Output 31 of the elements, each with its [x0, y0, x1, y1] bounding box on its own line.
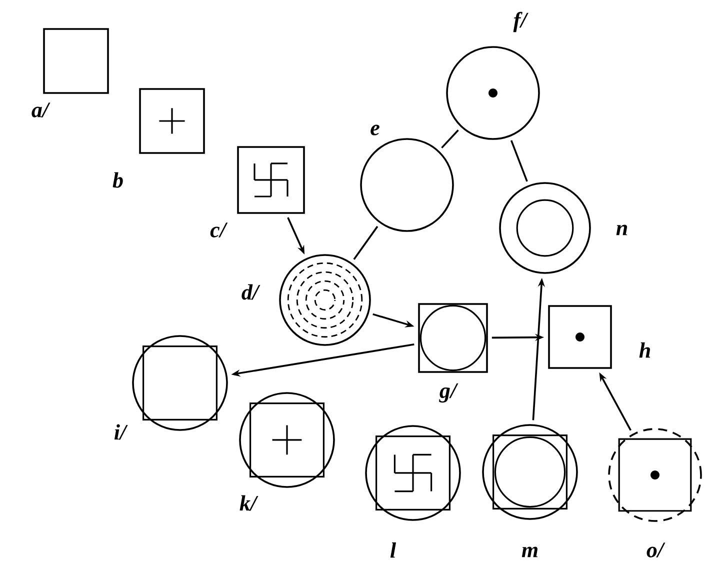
letter-label: d/: [242, 284, 260, 300]
letter-label: m: [522, 546, 538, 558]
circle-symbol: [446, 46, 540, 140]
connector-line: [441, 130, 459, 148]
circle-symbol: [608, 428, 702, 522]
letter-label: i/: [114, 424, 128, 440]
circle-symbol: [279, 254, 371, 346]
letter-label: l: [390, 542, 396, 558]
square-symbol: [548, 305, 612, 369]
letter-label: o/: [646, 542, 666, 558]
circle-symbol: [365, 425, 461, 521]
letter-label: c/: [210, 222, 228, 238]
connector-line: [510, 140, 528, 182]
letter-label: n: [616, 224, 628, 236]
circle-symbol: [499, 182, 591, 274]
square-symbol: [139, 88, 205, 154]
letter-label: h: [639, 342, 650, 358]
letter-label: k/: [240, 495, 258, 511]
square-symbol: [237, 146, 305, 214]
circle-symbol: [239, 392, 335, 488]
letter-label: f/: [513, 12, 528, 32]
letter-label: g/: [439, 383, 458, 403]
letter-label: b: [112, 172, 123, 188]
circle-symbol: [360, 138, 454, 232]
letter-label: e: [370, 124, 380, 136]
circle-symbol: [132, 335, 228, 431]
square-symbol: [43, 28, 109, 94]
square-symbol: [418, 303, 488, 373]
letter-label: a/: [32, 102, 50, 118]
connector-line: [353, 226, 378, 260]
circle-symbol: [482, 424, 578, 520]
